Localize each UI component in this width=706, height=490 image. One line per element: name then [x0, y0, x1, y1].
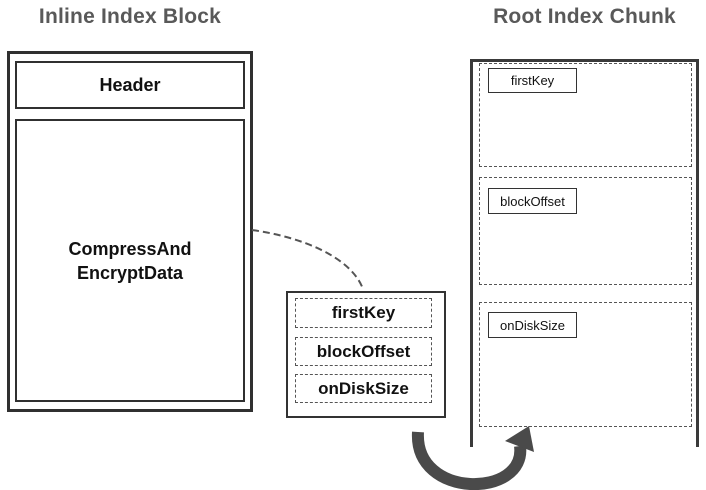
compress-encrypt-label-line1: CompressAnd	[68, 238, 192, 259]
root-index-chunk: firstKey blockOffset onDiskSize	[470, 59, 699, 447]
inline-index-block: Header CompressAnd EncryptData	[7, 51, 253, 412]
chunk-field-blockoffset: blockOffset	[488, 188, 577, 214]
chunk-field-ondisksize: onDiskSize	[488, 312, 577, 338]
inline-index-block-title: Inline Index Block	[38, 5, 222, 28]
entry-field-firstkey: firstKey	[295, 298, 432, 328]
entry-field-ondisksize-label: onDiskSize	[318, 378, 409, 398]
header-box: Header	[15, 61, 245, 109]
compress-to-entry-dashed-connector	[251, 229, 364, 290]
entry-field-firstkey-label: firstKey	[331, 303, 396, 322]
chunk-section-blockoffset: blockOffset	[479, 177, 692, 285]
index-entry-box: firstKey blockOffset onDiskSize	[286, 291, 446, 418]
chunk-field-firstkey: firstKey	[488, 68, 577, 93]
header-label: Header	[99, 74, 161, 95]
entry-field-blockoffset: blockOffset	[295, 337, 432, 366]
entry-field-ondisksize: onDiskSize	[295, 374, 432, 403]
entry-field-blockoffset-label: blockOffset	[316, 341, 411, 361]
chunk-field-ondisksize-label: onDiskSize	[499, 317, 566, 333]
chunk-field-blockoffset-label: blockOffset	[500, 193, 565, 209]
root-index-chunk-title: Root Index Chunk	[493, 5, 676, 28]
compress-encrypt-data-box: CompressAnd EncryptData	[15, 119, 245, 402]
chunk-section-firstkey: firstKey	[479, 63, 692, 167]
chunk-field-firstkey-label: firstKey	[510, 73, 555, 88]
chunk-section-ondisksize: onDiskSize	[479, 302, 692, 427]
compress-encrypt-label-line2: EncryptData	[76, 262, 184, 283]
